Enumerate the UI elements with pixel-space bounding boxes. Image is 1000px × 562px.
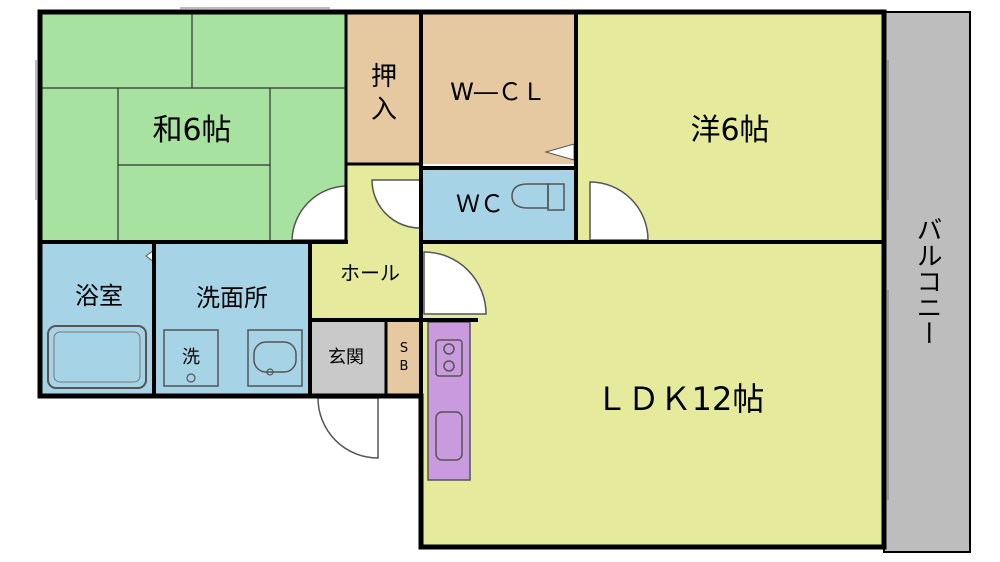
laundry-label: 洗 <box>182 347 200 368</box>
genkan-label: 玄関 <box>328 347 364 368</box>
window-marks <box>35 7 889 500</box>
wcl-label: W―ＣＬ <box>450 78 546 106</box>
walls <box>37 9 887 550</box>
bathtub-inner <box>53 331 141 383</box>
yokushitsu-label: 浴室 <box>75 282 123 310</box>
genkan-area <box>310 320 386 396</box>
bathtub <box>47 325 147 389</box>
shoe-box <box>386 320 421 396</box>
ldk-label: ＬＤＫ12帖 <box>596 380 765 418</box>
sb-label-2: B <box>400 359 409 374</box>
balcony-area <box>883 11 971 553</box>
door-swings <box>291 179 649 459</box>
washitsu-room <box>40 12 346 242</box>
sb-label-1: S <box>400 341 408 356</box>
oshiire-label-2: 入 <box>371 95 397 125</box>
senmenjo-room <box>154 242 310 396</box>
oshiire-label-1: 押 <box>371 62 397 92</box>
washing-machine-pan <box>163 329 219 387</box>
senmenjo-label: 洗面所 <box>196 284 268 312</box>
walk-in-closet <box>421 12 576 164</box>
wc-label: ＷＣ <box>456 190 504 218</box>
kitchen-counter <box>427 321 471 481</box>
ldk-room <box>421 242 884 547</box>
oshiire-closet <box>346 12 421 164</box>
wc-room <box>421 170 576 242</box>
toilet <box>511 183 565 211</box>
youshitsu-label: 洋6帖 <box>690 113 769 148</box>
yokushitsu-room <box>40 242 154 396</box>
washbasin <box>247 329 303 387</box>
balcony-label: バルコニー <box>912 216 942 346</box>
washitsu-label: 和6帖 <box>152 113 231 148</box>
hall-label: ホール <box>340 261 400 285</box>
